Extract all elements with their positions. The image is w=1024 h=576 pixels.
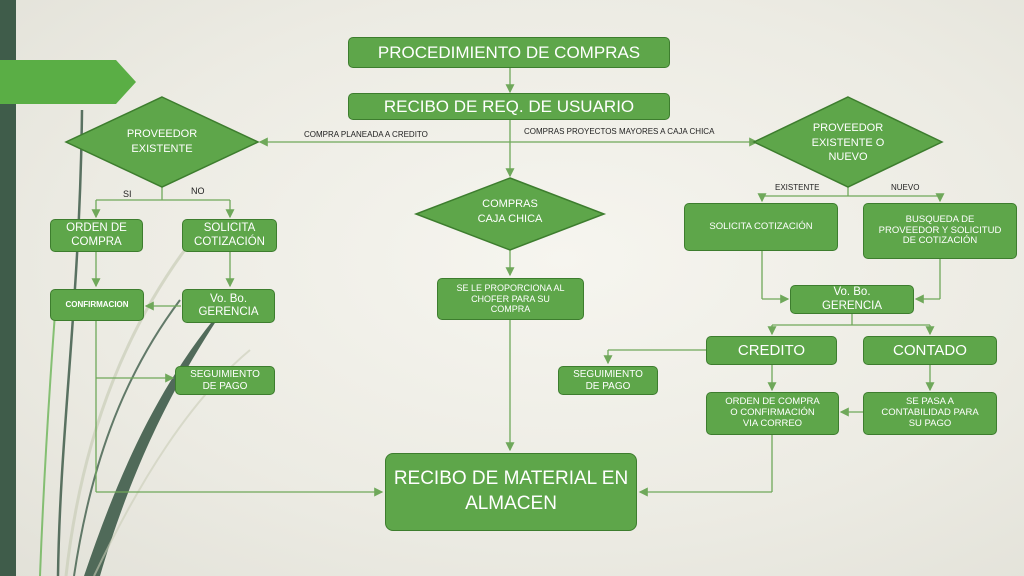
proveedor-existente-decision: PROVEEDOR EXISTENTE <box>126 128 198 155</box>
orden-confirmacion-correo-box: ORDEN DE COMPRA O CONFIRMACIÓN VIA CORRE… <box>706 392 839 435</box>
existente-label: EXISTENTE <box>775 183 820 192</box>
diamond-compras-caja-chica <box>413 177 607 251</box>
proveedor-existente-nuevo-decision: PROVEEDOR EXISTENTE O NUEVO <box>811 121 885 164</box>
credito-box: CREDITO <box>706 336 837 365</box>
se-le-proporciona-box: SE LE PROPORCIONA AL CHOFER PARA SU COMP… <box>437 278 584 320</box>
orden-de-compra-box: ORDEN DE COMPRA <box>50 219 143 252</box>
compras-caja-chica-decision: COMPRAS CAJA CHICA <box>477 198 543 225</box>
diamond-proveedor-existente-nuevo <box>752 96 944 188</box>
compra-planeada-label: COMPRA PLANEADA A CREDITO <box>304 130 428 139</box>
vobo-gerencia-right-box: Vo. Bo. GERENCIA <box>790 285 914 314</box>
solicita-cotizacion-right-box: SOLICITA COTIZACIÓN <box>684 203 838 251</box>
compras-proyectos-label: COMPRAS PROYECTOS MAYORES A CAJA CHICA <box>524 127 715 136</box>
se-pasa-contabilidad-box: SE PASA A CONTABILIDAD PARA SU PAGO <box>863 392 997 435</box>
vobo-gerencia-left-box: Vo. Bo. GERENCIA <box>182 289 275 323</box>
busqueda-proveedor-box: BUSQUEDA DE PROVEEDOR Y SOLICITUD DE COT… <box>863 203 1017 259</box>
solicita-cotizacion-left-box: SOLICITA COTIZACIÓN <box>182 219 277 252</box>
si-label: SI <box>123 189 132 199</box>
confirmacion-box: CONFIRMACION <box>50 289 144 321</box>
recibo-req-usuario-box: RECIBO DE REQ. DE USUARIO <box>348 93 670 120</box>
seguimiento-de-pago-mid-box: SEGUIMIENTO DE PAGO <box>558 366 658 395</box>
recibo-de-material-box: RECIBO DE MATERIAL EN ALMACEN <box>385 453 637 531</box>
seguimiento-de-pago-left-box: SEGUIMIENTO DE PAGO <box>175 366 275 395</box>
procedimiento-de-compras-title: PROCEDIMIENTO DE COMPRAS <box>348 37 670 68</box>
green-arrow-banner <box>0 60 136 104</box>
left-accent-bar <box>0 0 16 576</box>
nuevo-label: NUEVO <box>891 183 920 192</box>
no-label: NO <box>191 186 205 196</box>
diamond-proveedor-existente <box>64 96 260 188</box>
contado-box: CONTADO <box>863 336 997 365</box>
